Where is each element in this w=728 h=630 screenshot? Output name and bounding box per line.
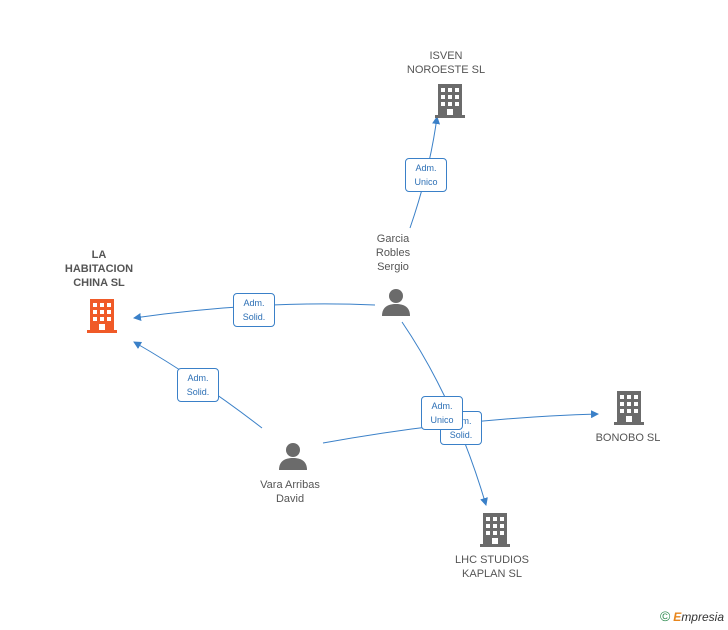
company-label-lhc[interactable]: LHC STUDIOS KAPLAN SL (455, 554, 529, 580)
company-label-isven[interactable]: ISVEN NOROESTE SL (406, 50, 486, 76)
building-icon-bonobo[interactable] (614, 390, 644, 431)
empresia-logo: ©Empresia (660, 608, 724, 624)
role-badge-vara-la-habitacion: Adm. Solid. (177, 368, 219, 402)
company-label-la-habitacion[interactable]: LA HABITACION CHINA SL (64, 249, 134, 289)
person-label-garcia[interactable]: Garcia Robles Sergio (375, 233, 411, 273)
person-label-vara[interactable]: Vara Arribas David (260, 479, 320, 505)
building-icon-isven[interactable] (435, 83, 465, 124)
brand-name: mpresia (681, 610, 724, 624)
brand-initial: E (673, 610, 682, 624)
role-badge-lhc-unico: Adm. Unico (421, 396, 463, 430)
copyright-symbol: © (659, 608, 671, 624)
person-icon-vara[interactable] (278, 441, 308, 476)
building-icon-lhc[interactable] (480, 512, 510, 553)
role-badge-garcia-la-habitacion: Adm. Solid. (233, 293, 275, 327)
company-label-bonobo[interactable]: BONOBO SL (595, 432, 661, 444)
person-icon-garcia[interactable] (381, 287, 411, 322)
building-icon-la-habitacion[interactable] (86, 298, 118, 339)
role-badge-garcia-isven: Adm. Unico (405, 158, 447, 192)
